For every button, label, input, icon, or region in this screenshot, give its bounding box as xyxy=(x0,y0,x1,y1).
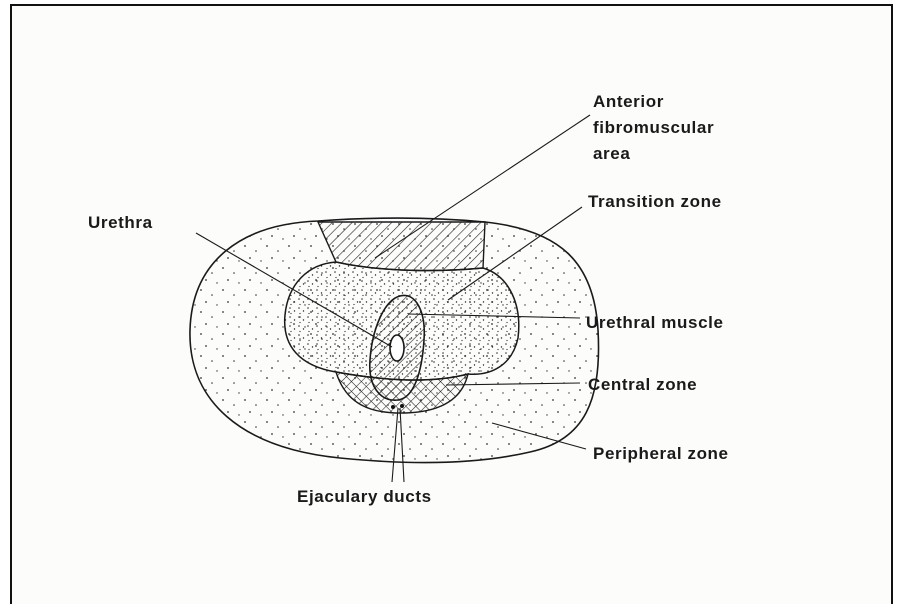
label-anterior-line-3: area xyxy=(593,144,630,163)
label-urethra: Urethra xyxy=(88,213,153,232)
label-peripheral-zone: Peripheral zone xyxy=(593,444,729,463)
label-anterior-line-2: fibromuscular xyxy=(593,118,714,137)
label-ejaculatory-ducts: Ejaculary ducts xyxy=(297,487,432,506)
label-anterior-line-1: Anterior xyxy=(593,92,664,111)
label-central-zone: Central zone xyxy=(588,375,697,394)
label-transition-zone: Transition zone xyxy=(588,192,722,211)
urethra-lumen xyxy=(390,335,404,361)
label-urethral-muscle: Urethral muscle xyxy=(586,313,724,332)
